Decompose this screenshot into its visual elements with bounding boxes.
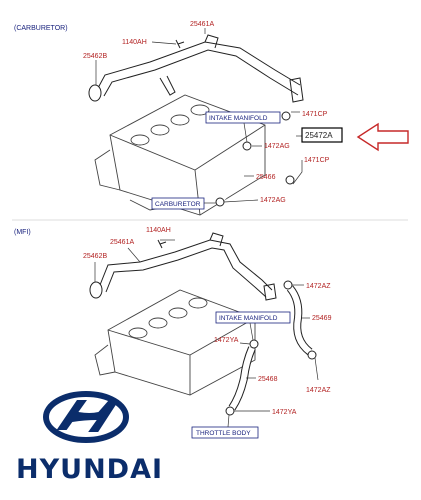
section-title-carburetor: (CARBURETOR) bbox=[14, 25, 68, 32]
clamp-1472ag-a bbox=[242, 141, 252, 151]
clamp-1472ya-b bbox=[225, 406, 235, 416]
box-intake-manifold-top: INTAKE MANIFOLD bbox=[209, 115, 268, 122]
highlight-box-25472 bbox=[301, 127, 343, 143]
label-1472ya-b: 1472YA bbox=[272, 409, 297, 416]
box-throttle-body: THROTTLE BODY bbox=[196, 430, 251, 437]
highlight-arrow bbox=[356, 122, 409, 152]
label-25462b-bottom: 25462B bbox=[83, 253, 107, 260]
label-1471cp-a: 1471CP bbox=[302, 111, 328, 118]
engine-block-bottom bbox=[94, 289, 256, 396]
label-1472az-b: 1472AZ bbox=[306, 387, 331, 394]
label-25466: 25466 bbox=[256, 174, 276, 181]
label-25472: 25472A bbox=[305, 131, 333, 140]
gasket-ring-top bbox=[88, 84, 102, 102]
label-1472ag-a: 1472AG bbox=[264, 143, 290, 150]
label-25462b: 25462B bbox=[83, 53, 107, 60]
label-1471cp-b: 1471CP bbox=[304, 157, 330, 164]
box-intake-manifold-bottom: INTAKE MANIFOLD bbox=[219, 315, 278, 322]
label-1472ya-a: 1472YA bbox=[214, 337, 239, 344]
hyundai-wordmark: HYUNDAI bbox=[16, 454, 163, 485]
section-title-mfi: (MFI) bbox=[14, 229, 31, 236]
clamp-1471cp-b bbox=[285, 175, 295, 185]
label-1140ah: 1140AH bbox=[122, 39, 147, 46]
clamp-1472az-a bbox=[283, 280, 293, 290]
label-1472az-a: 1472AZ bbox=[306, 283, 331, 290]
clamp-1472ag-b bbox=[215, 197, 225, 207]
water-pipe-bottom bbox=[99, 232, 277, 301]
water-pipe-top bbox=[97, 34, 304, 103]
gasket-ring-bottom bbox=[89, 281, 103, 299]
label-25469: 25469 bbox=[312, 315, 332, 322]
label-1472ag-b: 1472AG bbox=[260, 197, 286, 204]
label-25461a-bottom: 25461A bbox=[110, 239, 134, 246]
bolt-1140ah-bottom bbox=[157, 239, 167, 249]
clamp-1471cp-a bbox=[281, 111, 291, 121]
clamp-1472az-b bbox=[307, 350, 317, 360]
label-1140ah-bottom: 1140AH bbox=[146, 227, 171, 234]
box-carburetor: CARBURETOR bbox=[155, 201, 201, 208]
hyundai-logo bbox=[43, 391, 129, 443]
bolt-1140ah-top bbox=[175, 39, 185, 49]
label-25461a: 25461A bbox=[190, 21, 214, 28]
clamp-1472ya-a bbox=[249, 339, 259, 349]
label-25468: 25468 bbox=[258, 376, 278, 383]
